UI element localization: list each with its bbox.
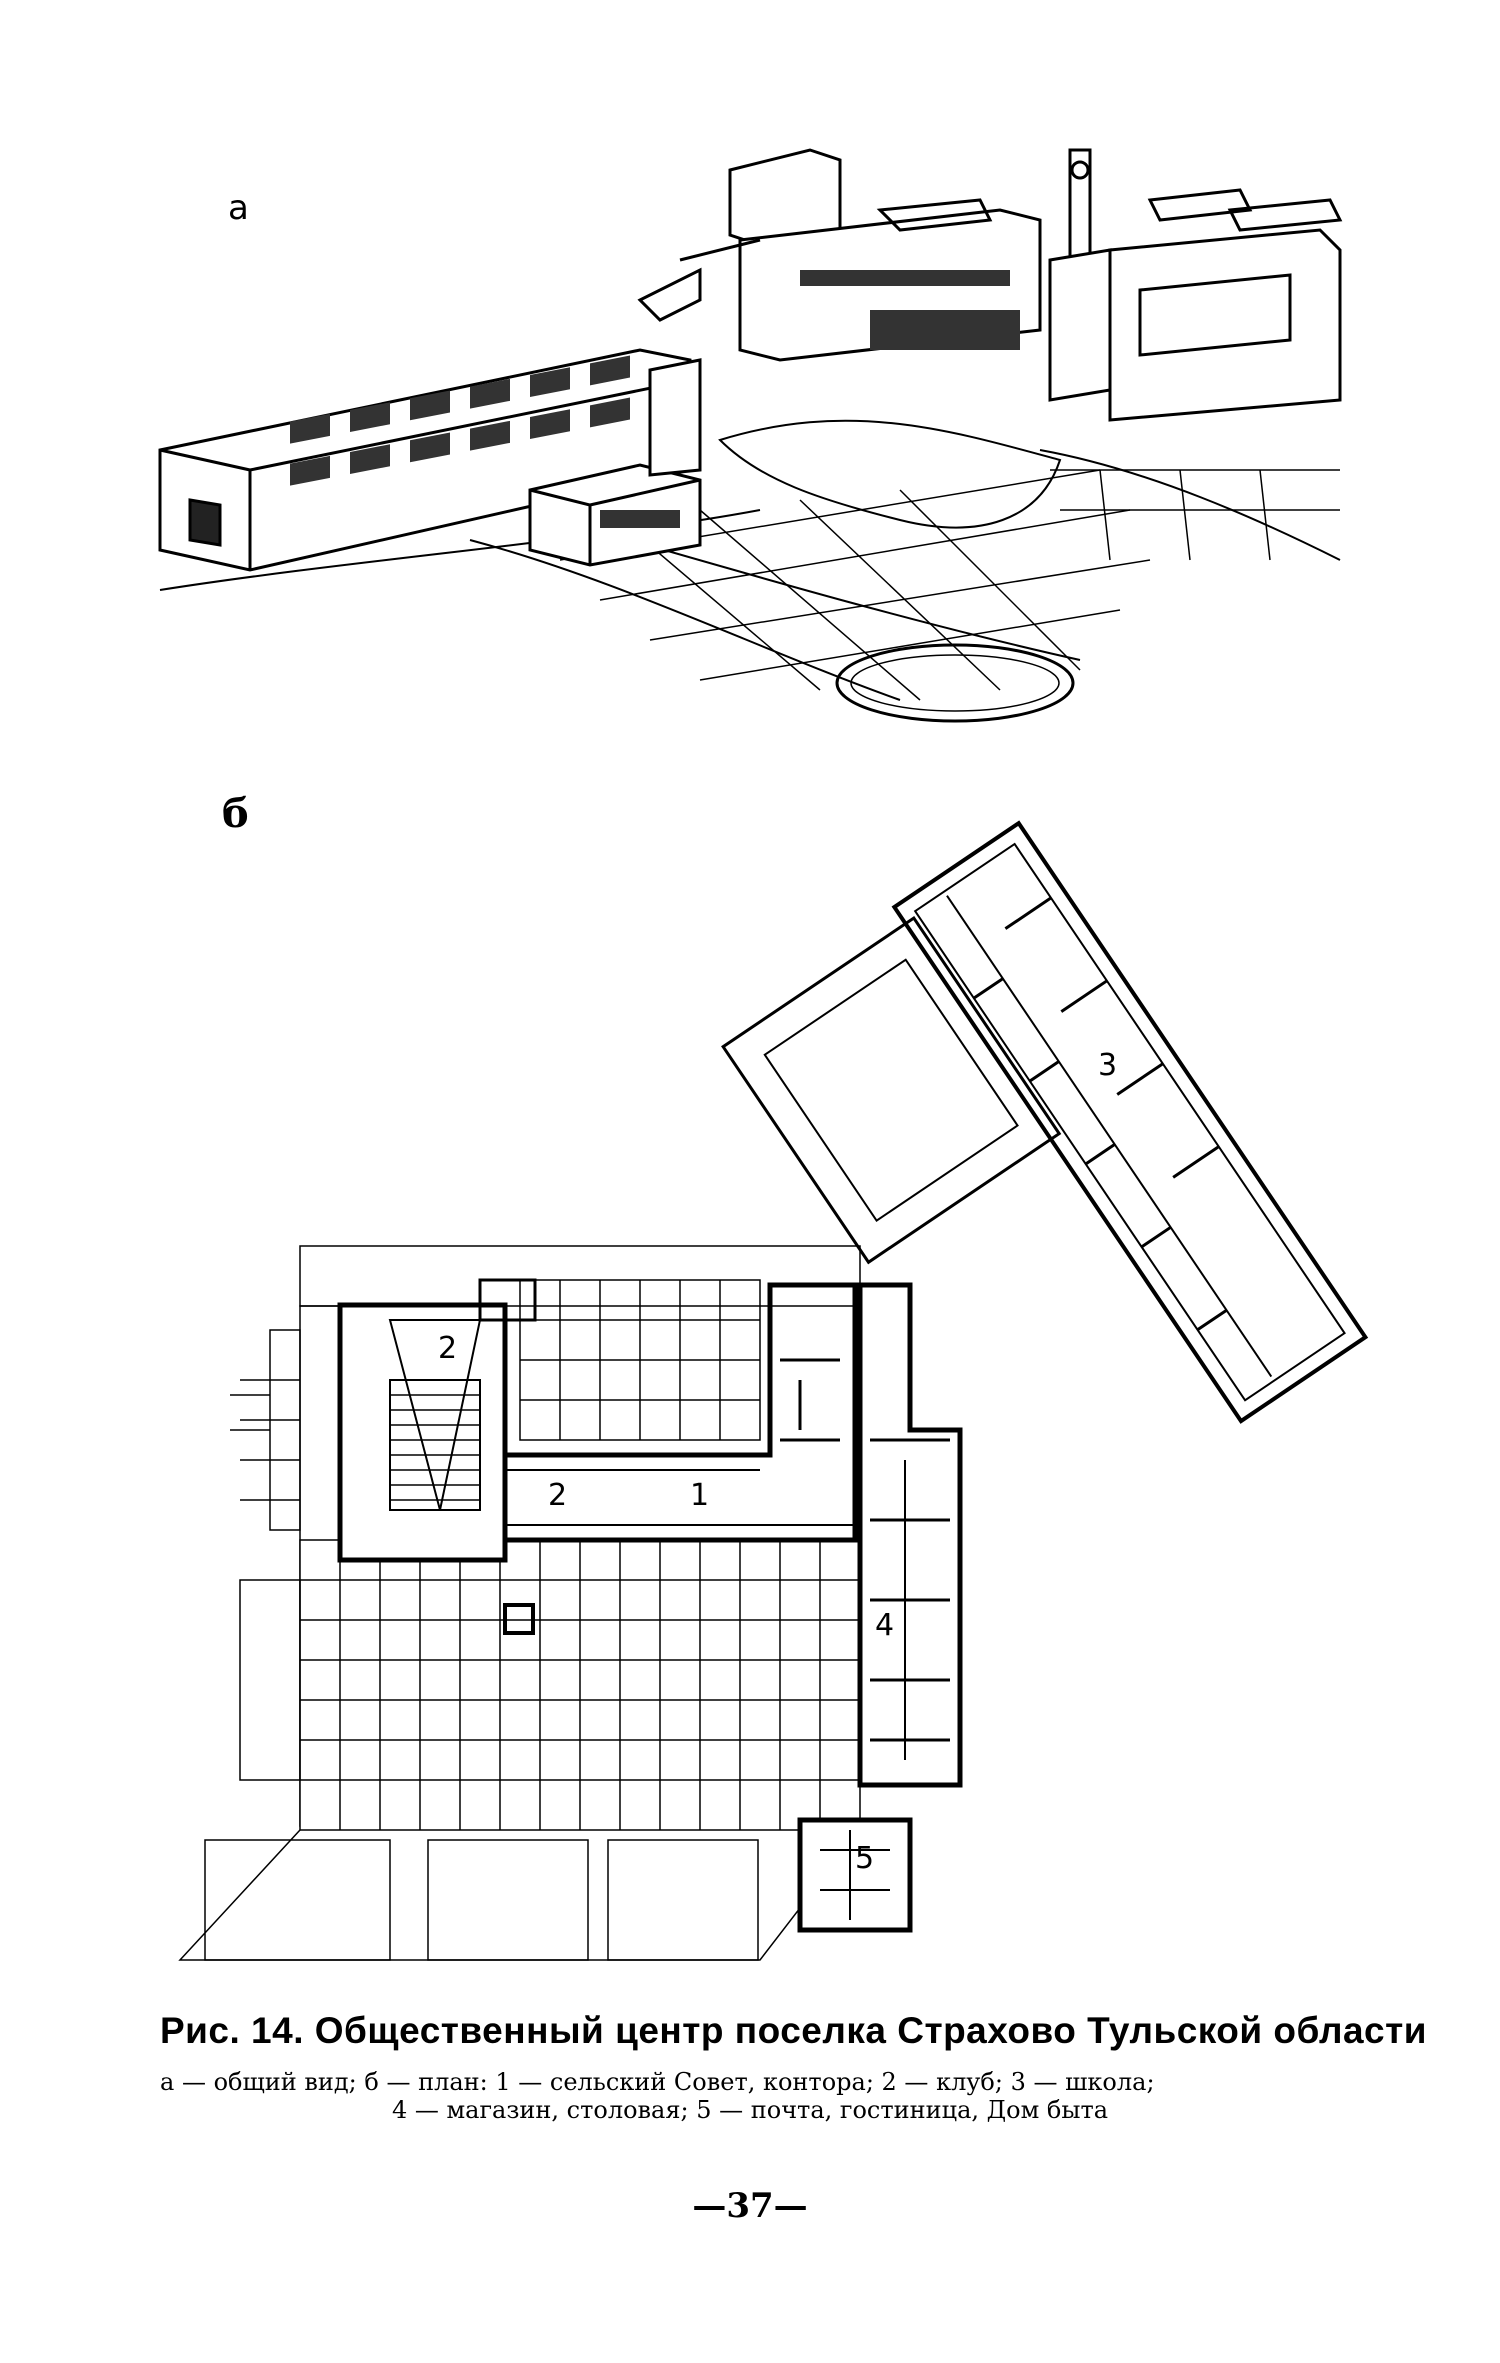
figure-caption-title: Рис. 14. Общественный центр поселка Стра… [160, 2010, 1427, 2051]
site-plan [178, 820, 1369, 1961]
figure-part-a-label: а [228, 188, 249, 228]
legend-line-1: а — общий вид; б — план: 1 — сельский Со… [160, 2068, 1155, 2096]
plan-label-club-hall: 2 [438, 1331, 457, 1366]
plan-label-club-lobby: 2 [548, 1478, 567, 1513]
figure-part-b-label: б [222, 790, 249, 837]
page-number: —37— [692, 2186, 808, 2226]
plan-label-post-office: 5 [855, 1841, 874, 1876]
plan-label-shop: 4 [875, 1608, 894, 1643]
plan-label-council: 1 [690, 1478, 709, 1513]
legend-line-2: 4 — магазин, столовая; 5 — почта, гостин… [391, 2096, 1109, 2124]
perspective-view [158, 148, 1343, 723]
architectural-illustration: 2 2 1 3 4 5 [158, 148, 1369, 1961]
plan-label-school: 3 [1098, 1048, 1117, 1083]
plan-room-numbers: 2 2 1 3 4 5 [438, 1048, 1117, 1876]
figure-caption-legend: а — общий вид; б — план: 1 — сельский Со… [160, 2068, 1340, 2124]
